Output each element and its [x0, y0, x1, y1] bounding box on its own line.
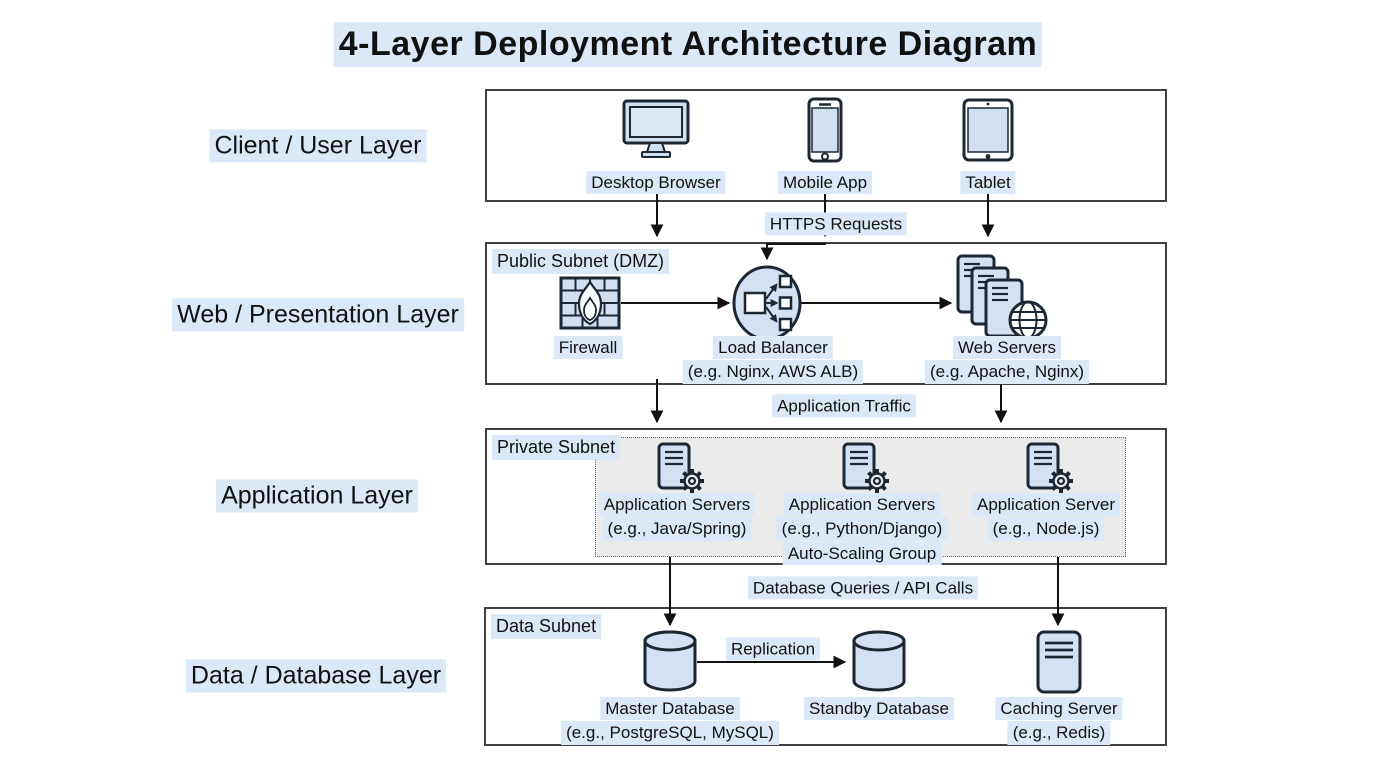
public-subnet-label: Public Subnet (DMZ) [492, 249, 670, 274]
layer-label-web: Web / Presentation Layer [172, 298, 464, 332]
load-balancer-icon [732, 265, 802, 341]
client-layer-box [485, 89, 1167, 202]
standby-database-label: Standby Database [804, 697, 954, 721]
application-traffic-label: Application Traffic [772, 394, 916, 418]
database-queries-label: Database Queries / API Calls [747, 576, 979, 600]
firewall-label: Firewall [553, 336, 623, 360]
replication-label: Replication [725, 637, 821, 661]
web-layer-box: Public Subnet (DMZ) [485, 242, 1167, 385]
diagram-title: 4-Layer Deployment Architecture Diagram [333, 22, 1043, 67]
app-server-icon [657, 442, 704, 493]
mobile-app-label: Mobile App [777, 171, 873, 195]
layer-label-client: Client / User Layer [209, 129, 427, 163]
app-server-2-label: Application Servers (e.g., Python/Django… [776, 493, 948, 565]
load-balancer-label: Load Balancer (e.g. Nginx, AWS ALB) [682, 336, 864, 384]
app-server-1-label: Application Servers (e.g., Java/Spring) [598, 493, 756, 541]
desktop-browser-label: Desktop Browser [586, 171, 726, 195]
data-subnet-label: Data Subnet [491, 614, 602, 639]
desktop-icon [622, 99, 690, 158]
app-server-3-label: Application Server (e.g., Node.js) [972, 493, 1120, 541]
layer-label-data: Data / Database Layer [185, 659, 447, 693]
database-cylinder-icon [852, 630, 906, 692]
master-database-label: Master Database (e.g., PostgreSQL, MySQL… [561, 697, 779, 745]
layer-label-app: Application Layer [216, 479, 418, 513]
database-cylinder-icon [643, 630, 697, 692]
app-server-icon [1026, 442, 1073, 493]
tablet-label: Tablet [960, 171, 1016, 195]
web-servers-icon [956, 254, 1048, 340]
mobile-phone-icon [807, 97, 843, 163]
tablet-icon [962, 98, 1014, 162]
https-requests-label: HTTPS Requests [764, 212, 908, 236]
private-subnet-label: Private Subnet [492, 435, 621, 460]
web-servers-label: Web Servers (e.g. Apache, Nginx) [924, 336, 1090, 384]
data-layer-box: Data Subnet [484, 607, 1167, 746]
app-server-icon [842, 442, 889, 493]
server-icon [1036, 630, 1082, 694]
firewall-icon [559, 276, 621, 330]
caching-server-label: Caching Server (e.g., Redis) [995, 697, 1123, 745]
